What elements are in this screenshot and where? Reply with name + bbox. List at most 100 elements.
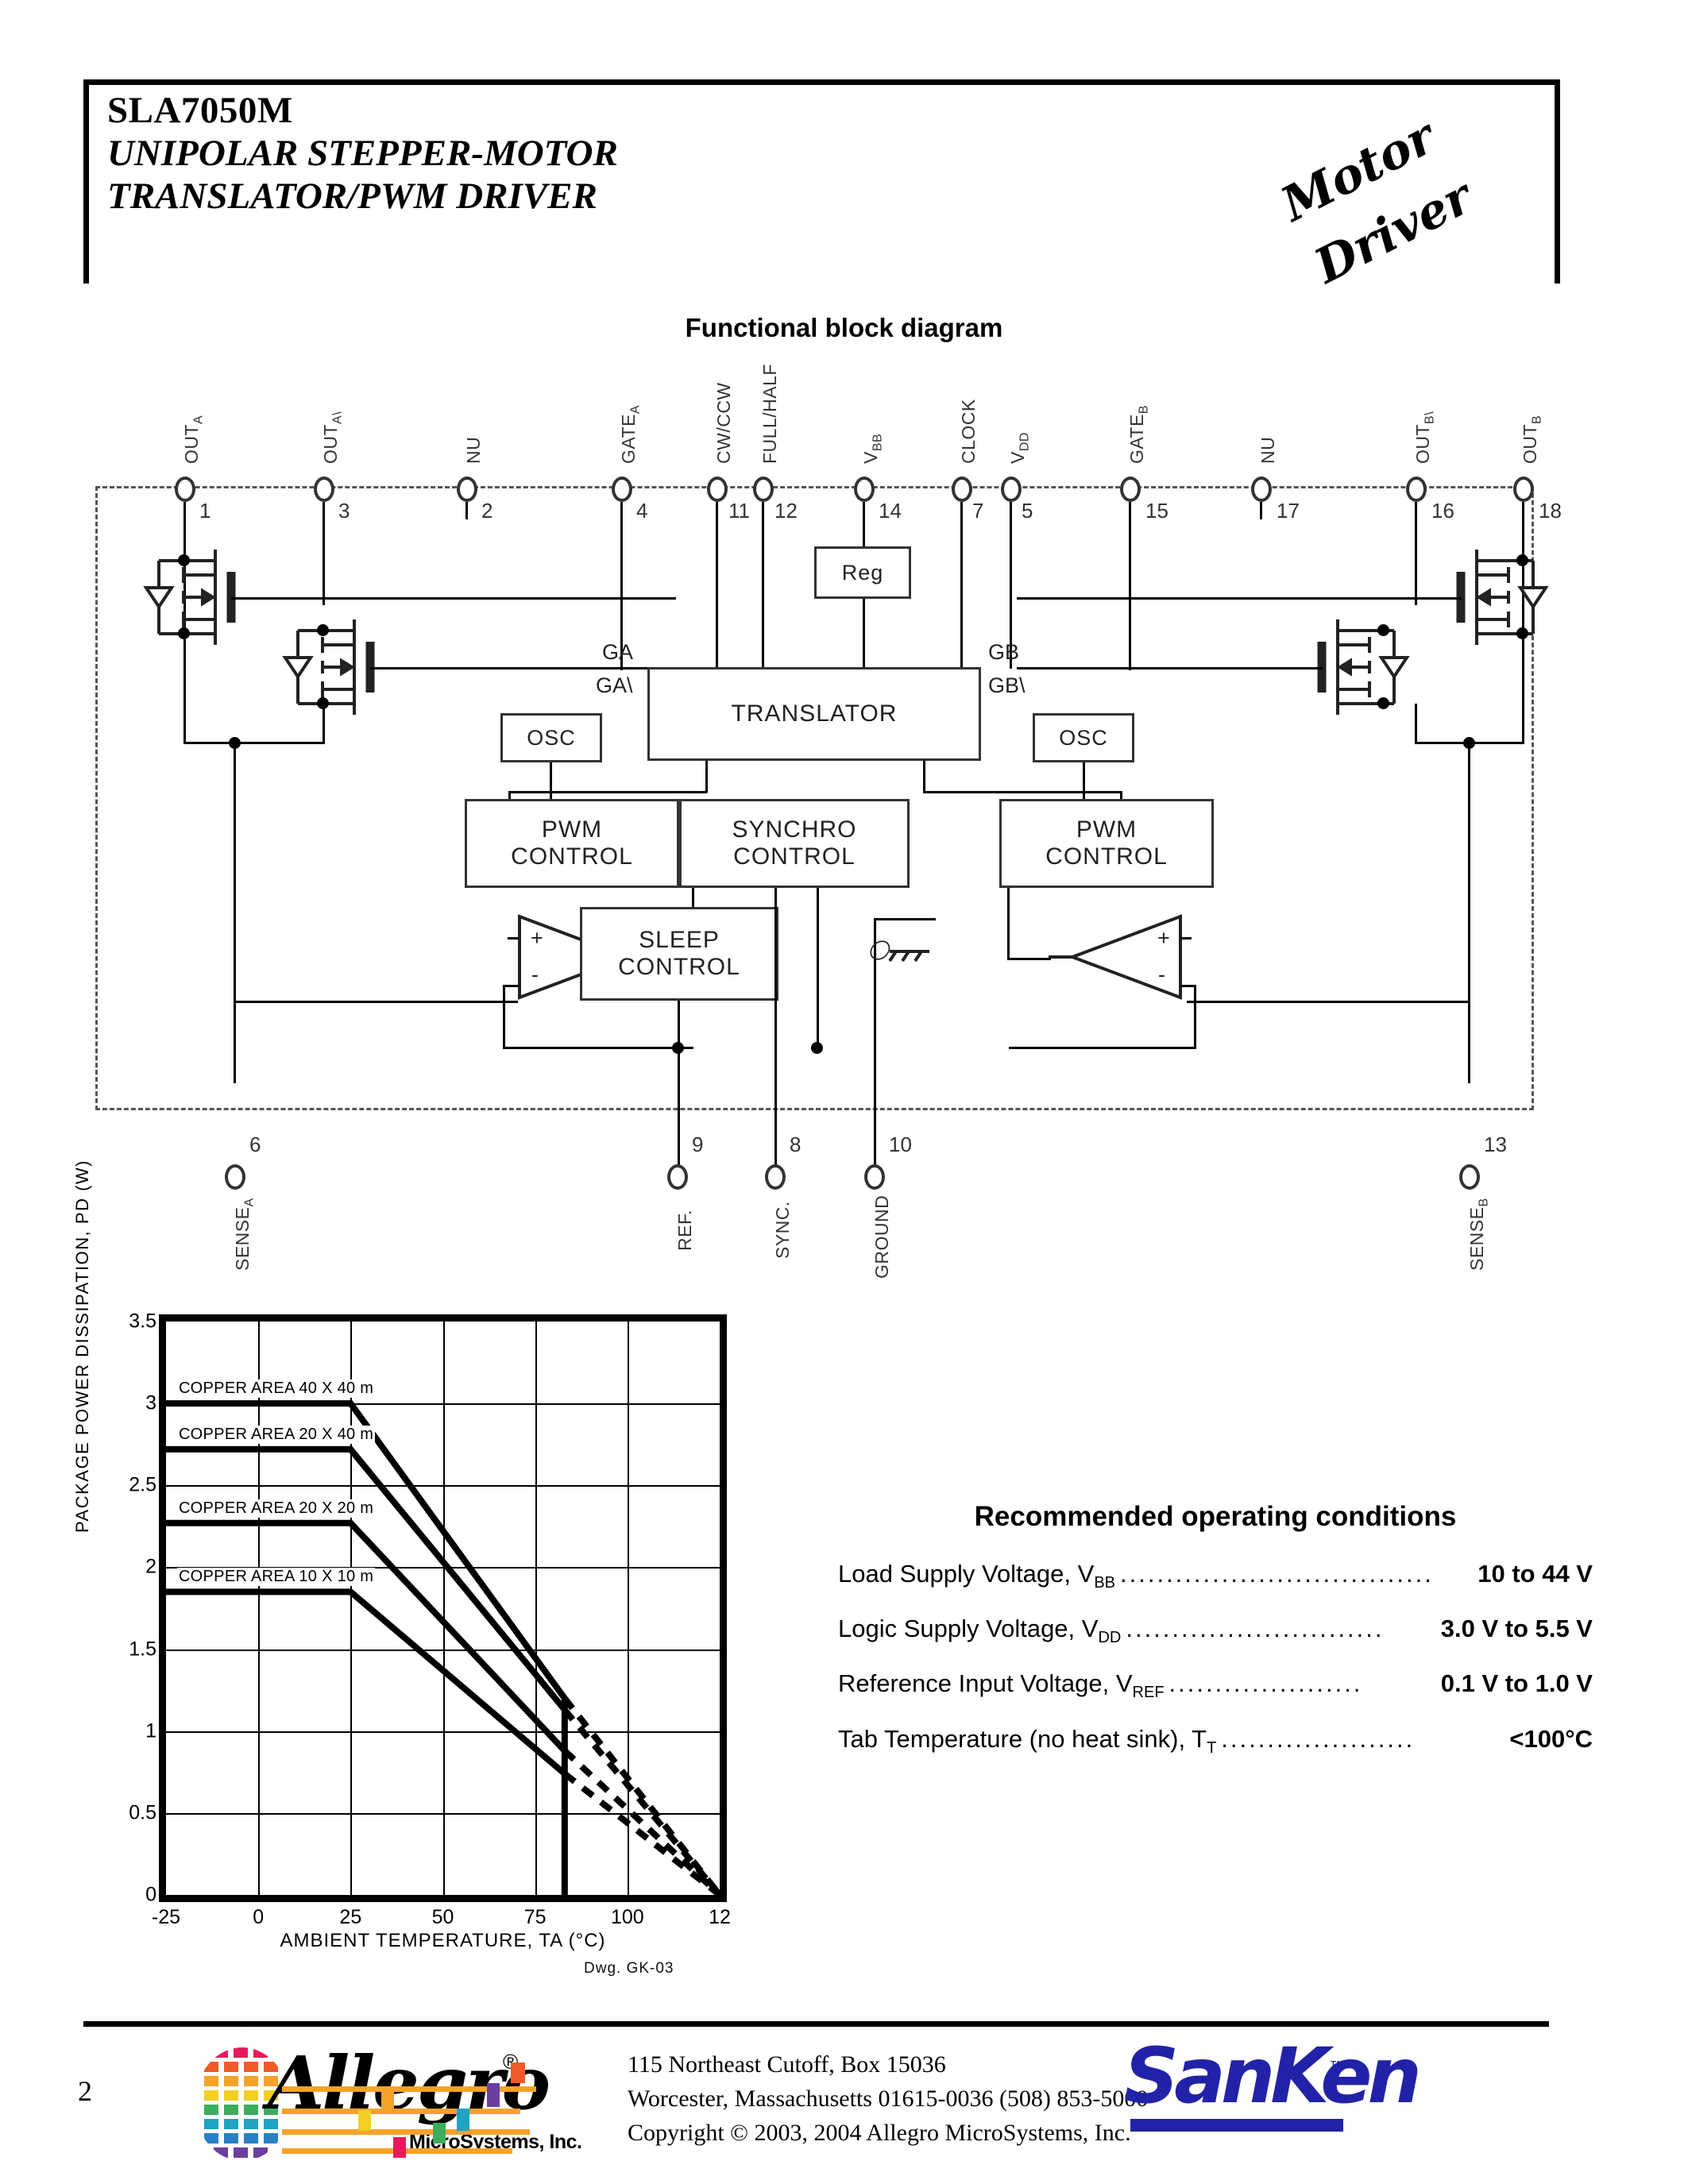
mosaic-tile (223, 2090, 238, 2101)
pin-label-ref: REF. (674, 1210, 695, 1251)
pin-circle-8 (765, 1164, 786, 1190)
osc-left-block: OSC (500, 713, 602, 762)
mosfet-a-high (143, 550, 236, 645)
chart-series-label: COPPER AREA 20 X 40 m (176, 1425, 376, 1444)
signal-ga-bar: GA\ (596, 673, 633, 697)
pin-number-13: 13 (1484, 1133, 1507, 1156)
pin-number-1: 1 (199, 499, 211, 523)
pwm-right-line2: CONTROL (1045, 843, 1168, 870)
comparator-b-plus: + (1157, 926, 1170, 950)
roc-row: Load Supply Voltage, VBB................… (838, 1560, 1593, 1592)
pin-number-15: 15 (1145, 499, 1168, 523)
chart-series-layer (166, 1400, 720, 1895)
ground-hatch-icon (888, 950, 929, 963)
pin-number-17: 17 (1277, 499, 1300, 523)
comparator-a-plus: + (531, 926, 543, 950)
signal-gb-bar: GB\ (988, 673, 1026, 697)
signal-gb: GB (988, 640, 1020, 664)
pin-circle-3 (314, 477, 334, 502)
pin-circle-6 (225, 1164, 245, 1190)
signal-ga: GA (602, 640, 634, 664)
chart-series-label: COPPER AREA 20 X 20 m (176, 1499, 376, 1518)
mosaic-tile (203, 2076, 218, 2086)
chart-series-solid (166, 1588, 567, 1777)
comparator-a-minus: - (531, 963, 539, 986)
roc-label: Reference Input Voltage, VREF (838, 1669, 1165, 1702)
pin-number-2: 2 (481, 499, 493, 523)
chart-x-tick: -25 (151, 1906, 181, 1928)
osc-left-label: OSC (527, 725, 576, 750)
allegro-logo: Allegro ® MicroSystems, Inc. (195, 2040, 608, 2164)
roc-label: Load Supply Voltage, VBB (838, 1560, 1115, 1592)
pin-label-full-half: FULL/HALF (759, 364, 780, 464)
pin-circle-5 (1001, 477, 1022, 502)
mosaic-tile (214, 2147, 228, 2158)
pin-number-9: 9 (692, 1133, 704, 1156)
mosaic-tile (234, 2147, 248, 2158)
mosaic-tile (263, 2119, 278, 2129)
reg-label: Reg (841, 560, 884, 585)
mosaic-tile (223, 2062, 238, 2072)
pin-circle-17 (1251, 477, 1272, 502)
mosaic-tile (243, 2119, 258, 2129)
mosaic-tile (243, 2090, 258, 2101)
pin-circle-7 (952, 477, 972, 502)
chart-x-tick: 75 (523, 1906, 547, 1928)
chart-series-solid (166, 1519, 567, 1754)
chart-gridline-v (350, 1322, 353, 1895)
mosaic-tile (223, 2133, 238, 2143)
synchro-line2: CONTROL (733, 843, 856, 870)
chart-x-tick: 0 (253, 1906, 265, 1928)
chart-y-tick: 1 (145, 1719, 156, 1742)
pin-circle-1 (175, 477, 195, 502)
reg-block: Reg (814, 546, 911, 599)
sanken-trademark-icon: ™ (1329, 2057, 1346, 2077)
pin-label-ground: GROUND (871, 1194, 892, 1279)
pin-number-11: 11 (728, 499, 750, 523)
pin-label-sensea: SENSEA (232, 1198, 257, 1271)
roc-value: 10 to 44 V (1477, 1560, 1593, 1588)
sleep-control-block: SLEEP CONTROL (580, 907, 778, 1001)
pin-number-5: 5 (1022, 499, 1033, 523)
chart-y-tick: 1.5 (129, 1638, 156, 1661)
chart-gridline-v (258, 1322, 261, 1895)
pin-number-14: 14 (879, 499, 902, 523)
translator-block: TRANSLATOR (647, 667, 981, 761)
chart-series-dashed (562, 1748, 720, 1895)
pin-number-6: 6 (249, 1133, 261, 1156)
mosaic-tile (234, 2047, 248, 2058)
pin-label-gatea: GATEA (618, 404, 643, 464)
synchro-line1: SYNCHRO (732, 816, 857, 843)
pin-label-sync: SYNC. (772, 1201, 793, 1259)
mosaic-tile (223, 2105, 238, 2115)
roc-leader-dots: ..................... (1221, 1724, 1416, 1753)
pin-label-outb: OUTB (1520, 415, 1544, 464)
chart-series-dashed (562, 1696, 720, 1895)
mosfet-b-low (1317, 619, 1410, 715)
pwm-right-block: PWM CONTROL (999, 799, 1214, 888)
osc-right-label: OSC (1059, 725, 1108, 750)
pin-label-cw-ccw: CW/CCW (713, 382, 734, 464)
mosaic-tile (243, 2062, 258, 2072)
mosaic-tile (223, 2076, 238, 2086)
pin-label-nu-left: NU (463, 436, 484, 464)
package-boundary (95, 486, 1534, 1110)
mosaic-tile (263, 2076, 278, 2086)
pin-circle-15 (1120, 477, 1141, 502)
pin-number-8: 8 (790, 1133, 802, 1156)
pwm-left-line2: CONTROL (511, 843, 633, 870)
pin-circle-10 (864, 1164, 885, 1190)
mosaic-tile (263, 2062, 278, 2072)
pin-label-senseb: SENSEB (1466, 1198, 1491, 1271)
mosaic-tile (214, 2047, 228, 2058)
chart-y-tick: 2 (145, 1555, 156, 1578)
chart-series-label: COPPER AREA 10 X 10 m (176, 1568, 376, 1587)
mosaic-tile (243, 2076, 258, 2086)
chart-series-label: COPPER AREA 40 X 40 m (176, 1379, 376, 1399)
chart-series-dashed (562, 1771, 720, 1895)
mosaic-tile (203, 2105, 218, 2115)
osc-right-block: OSC (1033, 713, 1134, 762)
chart-y-tick: 2.5 (129, 1473, 156, 1496)
